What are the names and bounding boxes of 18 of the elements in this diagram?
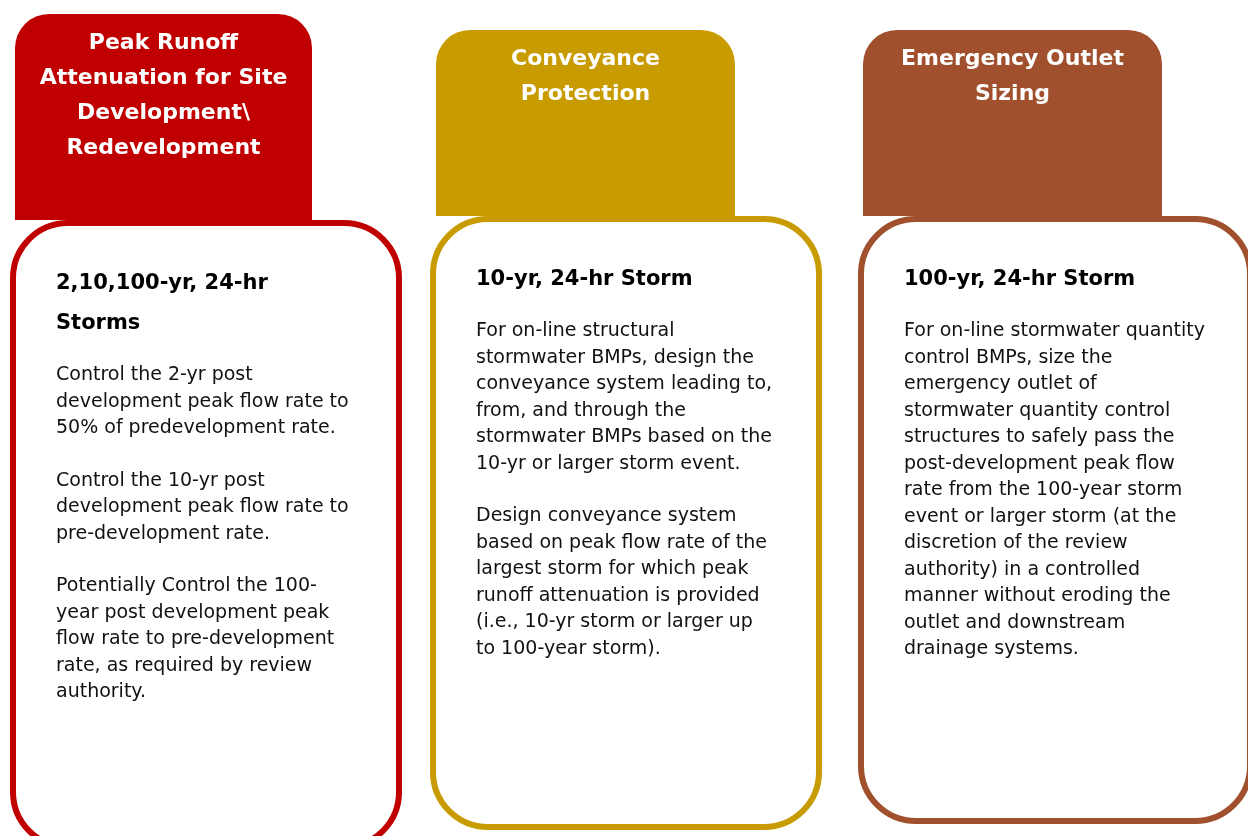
body-paragraph: Potentially Control the 100-year post development peak flow rate to pre-development rate, as required by review authority.	[56, 572, 336, 703]
card-heading: 100-yr, 24-hr Storm	[904, 265, 1137, 292]
body-paragraph: For on-line stormwater quantity control BMPs, size the emergency outlet of stormwater quantity control structures to safely pass the post-development peak flow rate from the 100-year storm event or larger storm (at the discretion of the review authority) in a controlled manner without eroding the outlet and downstream drainage systems.	[904, 317, 1206, 660]
tab-title: Peak Runoff Attenuation for Site Development\ Redevelopment	[38, 28, 289, 161]
card-heading: 10-yr, 24-hr Storm	[476, 265, 694, 292]
content-card	[430, 216, 822, 830]
tab-title: Conveyance Protection	[510, 44, 661, 107]
body-paragraph: Design conveyance system based on peak flow rate of the largest storm for which peak runoff attenuation is provided (i.e., 10-yr storm or larger up to 100-year storm).	[476, 502, 768, 660]
tab-title: Emergency Outlet Sizing	[900, 44, 1125, 107]
header-tab	[863, 30, 1162, 216]
card-heading: 2,10,100-yr, 24-hr Storms	[56, 269, 269, 336]
body-paragraph: For on-line structural stormwater BMPs, design the conveyance system leading to, from, and through the stormwater BMPs based on the 10-yr or larger storm event.	[476, 317, 774, 475]
header-tab	[436, 30, 735, 216]
body-paragraph: Control the 10-yr post development peak flow rate to pre-development rate.	[56, 466, 350, 545]
header-tab	[15, 14, 312, 220]
content-card	[10, 220, 402, 836]
content-card	[858, 216, 1248, 824]
body-paragraph: Control the 2-yr post development peak flow rate to 50% of predevelopment rate.	[56, 361, 350, 439]
